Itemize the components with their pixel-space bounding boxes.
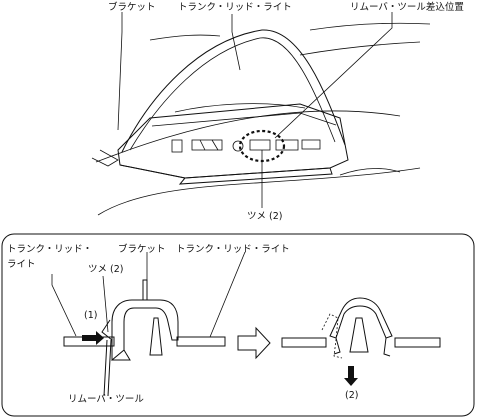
tool-label: リムーバ・ツール <box>68 394 144 405</box>
lamp-dome <box>121 29 346 153</box>
arrow-step-2 <box>344 366 358 386</box>
bracket-body <box>117 103 349 179</box>
lamp-label: トランク・リッド・ライト <box>178 2 292 13</box>
transition-arrow <box>237 326 271 360</box>
detail-after: (2) <box>281 297 441 401</box>
tool-slot-label: リムーバ・ツール差込位置 <box>350 1 464 13</box>
claw-label-top: ツメ (2) <box>247 211 282 222</box>
claw-label-detail: ツメ (2) <box>88 264 123 275</box>
removal-tool <box>103 339 112 397</box>
bracket-clip-left <box>111 299 179 362</box>
bracket-label: ブラケット <box>108 1 156 13</box>
arrow-step-1 <box>82 331 104 345</box>
bracket-label-detail: ブラケット <box>118 243 166 255</box>
lamp-label-detail: トランク・リッド・ライト <box>176 244 290 255</box>
detail-box: トランク・リッド・ ライト ツメ (2) ブラケット トランク・リッド・ライト … <box>1 233 475 417</box>
lid-label-line1: トランク・リッド・ <box>7 244 92 255</box>
dotted-original-position <box>321 313 343 359</box>
top-illustration: ブラケット トランク・リッド・ライト リムーバ・ツール差込位置 ツメ (2) <box>91 1 464 222</box>
step-1-label: (1) <box>84 310 97 321</box>
detail-before: トランク・リッド・ ライト ツメ (2) ブラケット トランク・リッド・ライト … <box>7 243 290 405</box>
lid-label-line2: ライト <box>7 259 36 270</box>
step-2-label: (2) <box>345 390 358 401</box>
